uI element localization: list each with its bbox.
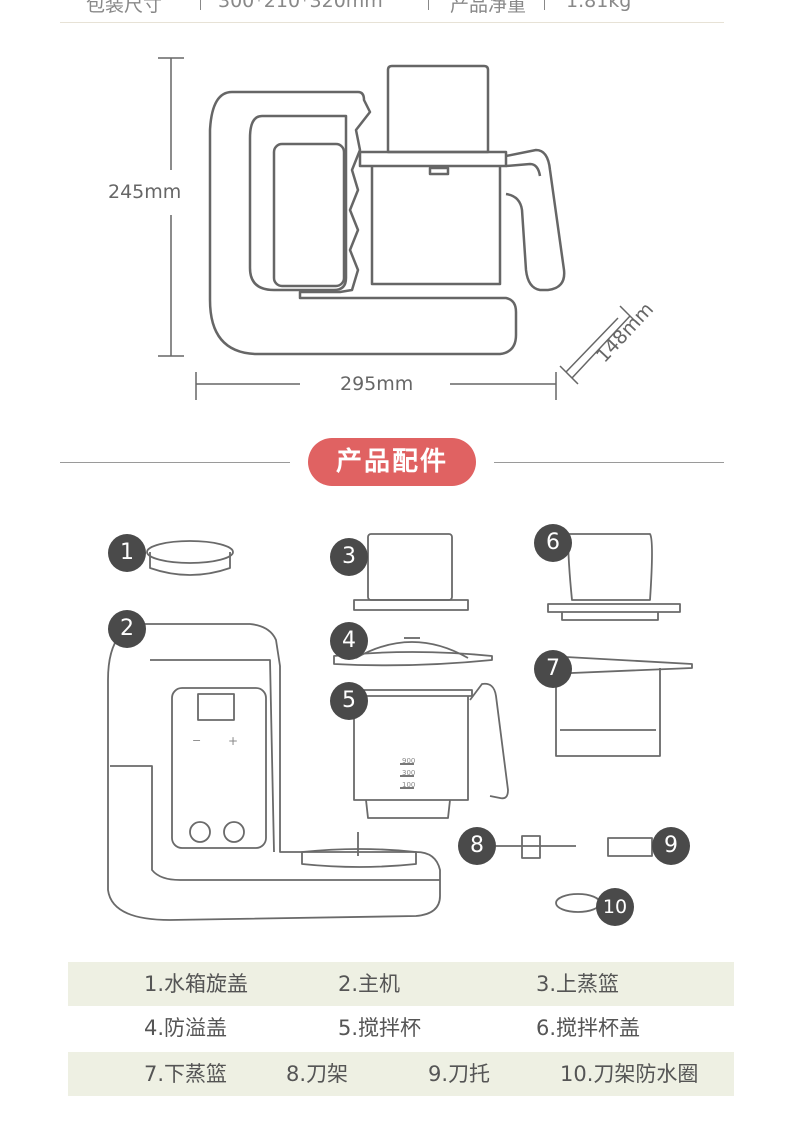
net-weight-label: 产品净重	[450, 0, 527, 16]
legend-item: 6.搅拌杯盖	[536, 1016, 641, 1040]
product-dimension-drawing	[158, 57, 639, 400]
net-weight-value: 1.81kg	[566, 0, 632, 12]
part-badge-9: 9	[652, 827, 690, 865]
part-badge-1: 1	[108, 534, 146, 572]
part-badge-2: 2	[108, 610, 146, 648]
section-divider-right	[494, 462, 724, 463]
section-title: 产品配件	[308, 438, 476, 486]
legend-row: 4.防溢盖 5.搅拌杯 6.搅拌杯盖	[68, 1006, 734, 1050]
part-badge-6: 6	[534, 524, 572, 562]
legend-item: 9.刀托	[428, 1062, 491, 1086]
legend-item: 7.下蒸篮	[144, 1062, 228, 1086]
panel-plus: +	[228, 734, 239, 748]
spec-separator	[200, 0, 201, 10]
legend-item: 5.搅拌杯	[338, 1016, 422, 1040]
part-badge-3: 3	[330, 538, 368, 576]
spec-separator	[544, 0, 545, 10]
cup-marking: 100	[402, 781, 416, 789]
part-badge-7: 7	[534, 650, 572, 688]
legend-item: 10.刀架防水圈	[560, 1062, 699, 1086]
package-size-value: 300*210*320mm	[218, 0, 383, 12]
width-dimension: 295mm	[340, 373, 414, 395]
section-divider-left	[60, 462, 290, 463]
panel-minus: −	[192, 734, 202, 747]
legend-item: 1.水箱旋盖	[144, 972, 249, 996]
legend-row: 1.水箱旋盖 2.主机 3.上蒸篮	[68, 962, 734, 1006]
spec-separator	[428, 0, 429, 10]
cup-marking: 300	[402, 769, 416, 777]
spec-row: 包装尺寸 300*210*320mm 产品净重 1.81kg	[60, 0, 724, 23]
part-badge-10: 10	[596, 888, 634, 926]
legend-item: 8.刀架	[286, 1062, 349, 1086]
part-badge-4: 4	[330, 622, 368, 660]
cup-marking: 900	[402, 757, 416, 765]
legend-item: 4.防溢盖	[144, 1016, 228, 1040]
legend-row: 7.下蒸篮 8.刀架 9.刀托 10.刀架防水圈	[68, 1052, 734, 1096]
height-dimension: 245mm	[108, 181, 182, 203]
part-badge-5: 5	[330, 682, 368, 720]
part-badge-8: 8	[458, 827, 496, 865]
package-size-label: 包装尺寸	[86, 0, 163, 16]
parts-illustration	[107, 533, 693, 921]
legend-item: 2.主机	[338, 972, 401, 996]
legend-item: 3.上蒸篮	[536, 972, 620, 996]
